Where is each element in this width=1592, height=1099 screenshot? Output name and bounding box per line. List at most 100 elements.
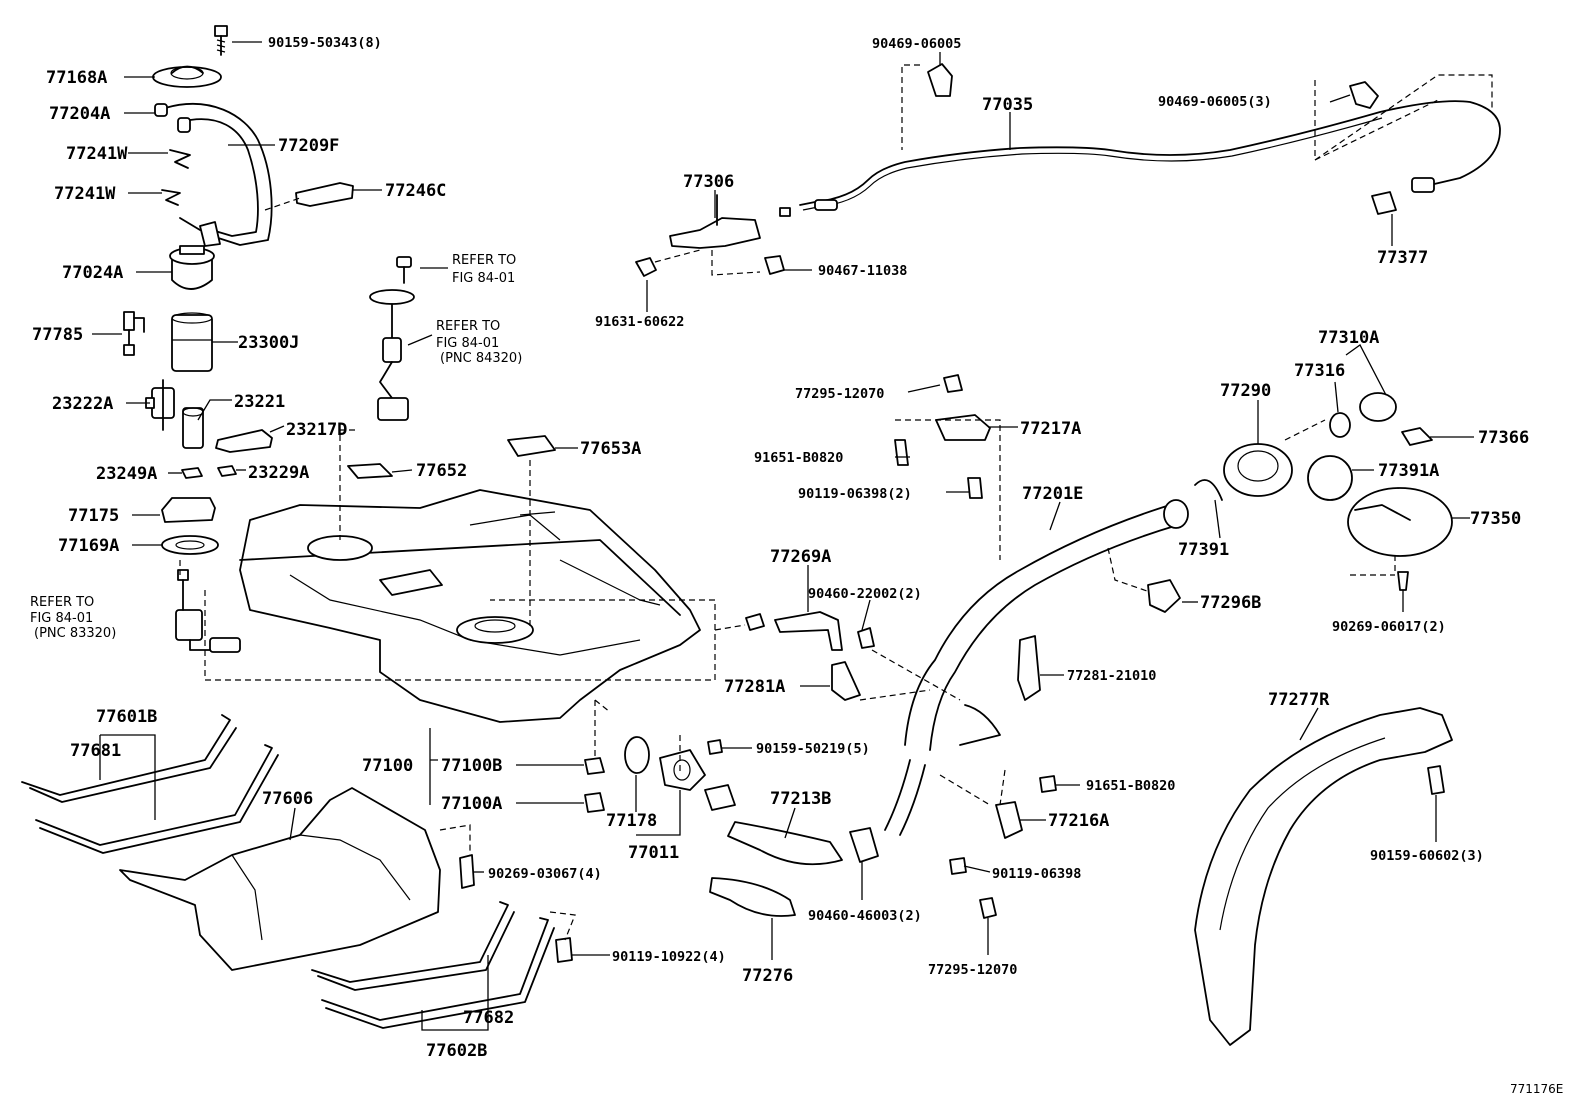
label-77209F: 77209F — [278, 136, 339, 156]
label-90467-11038: 90467-11038 — [818, 263, 907, 279]
breather-bracket-icon — [1017, 635, 1041, 701]
label-77100B: 77100B — [441, 756, 502, 776]
clip-icon — [459, 854, 475, 889]
bolt-icon — [214, 25, 228, 56]
filter-screen-icon — [217, 465, 237, 477]
label-77201E: 77201E — [1022, 484, 1083, 504]
filler-neck-icon — [1223, 443, 1293, 497]
filler-bracket-icon — [935, 414, 991, 441]
cap-holder-icon — [1401, 427, 1433, 446]
pump-head-icon — [169, 245, 215, 290]
hose-clamp-icon — [704, 784, 736, 811]
reference-note: FIG 84-01 — [452, 271, 515, 286]
label-23229A: 23229A — [248, 463, 309, 483]
reference-note: REFER TO — [436, 319, 500, 334]
label-77168A: 77168A — [46, 68, 107, 88]
label-77601B: 77601B — [96, 707, 157, 727]
label-77295-12070: 77295-12070 — [928, 962, 1017, 978]
clamp-icon — [161, 497, 216, 523]
label-90119-10922-4: 90119-10922(4) — [612, 949, 726, 965]
clip-icon — [169, 149, 191, 169]
label-23221: 23221 — [234, 392, 285, 412]
label-77276: 77276 — [742, 966, 793, 986]
screw-icon — [1397, 571, 1409, 591]
label-77241W: 77241W — [54, 184, 116, 204]
filler-hose-icon — [727, 821, 843, 866]
label-77100: 77100 — [362, 756, 413, 776]
bolt-icon — [1039, 775, 1057, 793]
sensor-icon — [123, 311, 145, 356]
dashed-reference-lines — [179, 64, 1493, 941]
bracket-icon — [264, 182, 354, 211]
label-77246C: 77246C — [385, 181, 446, 201]
label-77216A: 77216A — [1048, 811, 1109, 831]
label-77175: 77175 — [68, 506, 119, 526]
label-77391A: 77391A — [1378, 461, 1439, 481]
clip-icon — [979, 897, 997, 919]
label-77602B: 77602B — [426, 1041, 487, 1061]
insulator-pad-icon — [507, 435, 556, 457]
label-77606: 77606 — [262, 789, 313, 809]
label-90460-46003-2: 90460-46003(2) — [808, 908, 922, 924]
label-77296B: 77296B — [1200, 593, 1261, 613]
gasket-icon — [624, 736, 650, 774]
clip-icon — [1349, 81, 1379, 109]
label-90159-50219-5: 90159-50219(5) — [756, 741, 870, 757]
label-90269-06017-2: 90269-06017(2) — [1332, 619, 1446, 635]
label-77306: 77306 — [683, 172, 734, 192]
clip-icon — [161, 189, 181, 206]
fuel-pipe-icon — [154, 103, 273, 247]
bolt-icon — [1427, 765, 1445, 795]
reference-note: (PNC 84320) — [440, 351, 522, 366]
fuel-lid-icon — [1347, 487, 1453, 557]
label-77281A: 77281A — [724, 677, 785, 697]
label-90469-06005-3: 90469-06005(3) — [1158, 94, 1272, 110]
reference-note: FIG 84-01 — [30, 611, 93, 626]
label-77295-12070: 77295-12070 — [795, 386, 884, 402]
diagram-id: 771176E — [1510, 1082, 1563, 1096]
cable-grommet-icon — [1371, 191, 1397, 215]
label-91651-B0820: 91651-B0820 — [1086, 778, 1175, 794]
reference-note: REFER TO — [452, 253, 516, 268]
label-23300J: 23300J — [238, 333, 299, 353]
label-23249A: 23249A — [96, 464, 157, 484]
fender-liner-icon — [1194, 707, 1453, 1046]
label-90119-06398-2: 90119-06398(2) — [798, 486, 912, 502]
grommet-icon — [764, 255, 785, 275]
bolt-icon — [967, 477, 983, 499]
insulator-pad-icon — [347, 463, 393, 479]
label-77024A: 77024A — [62, 263, 123, 283]
fuel-tank-icon — [239, 489, 701, 723]
clip-icon — [943, 374, 963, 393]
part-labels: 90159-50343(8) 77168A 77204A 77209F 7724… — [30, 35, 1563, 1096]
label-23222A: 23222A — [52, 394, 113, 414]
label-77178: 77178 — [606, 811, 657, 831]
fuel-cap-icon — [1329, 392, 1397, 438]
tank-band-icon — [21, 714, 279, 854]
label-77169A: 77169A — [58, 536, 119, 556]
label-77377: 77377 — [1377, 248, 1428, 268]
label-91651-B0820: 91651-B0820 — [754, 450, 843, 466]
label-90469-06005: 90469-06005 — [872, 36, 961, 52]
label-90269-03067-4: 90269-03067(4) — [488, 866, 602, 882]
vent-hose-icon — [774, 611, 843, 651]
label-77316: 77316 — [1294, 361, 1345, 381]
drain-plug-icon — [584, 757, 605, 775]
label-77391: 77391 — [1178, 540, 1229, 560]
label-23217D: 23217D — [286, 420, 347, 440]
label-77217A: 77217A — [1020, 419, 1081, 439]
label-90460-22002-2: 90460-22002(2) — [808, 586, 922, 602]
reference-note: FIG 84-01 — [436, 336, 499, 351]
filler-hose-icon — [709, 877, 796, 917]
reference-note: REFER TO — [30, 595, 94, 610]
label-77366: 77366 — [1478, 428, 1529, 448]
label-77350: 77350 — [1470, 509, 1521, 529]
gasket-ring-icon — [1307, 455, 1353, 501]
bolt-icon — [396, 256, 412, 284]
pressure-regulator-icon — [145, 379, 175, 431]
fuel-inlet-icon — [659, 749, 706, 791]
label-77277R: 77277R — [1268, 690, 1330, 710]
retainer-ring-icon — [152, 65, 222, 88]
o-ring-icon — [1194, 479, 1223, 501]
